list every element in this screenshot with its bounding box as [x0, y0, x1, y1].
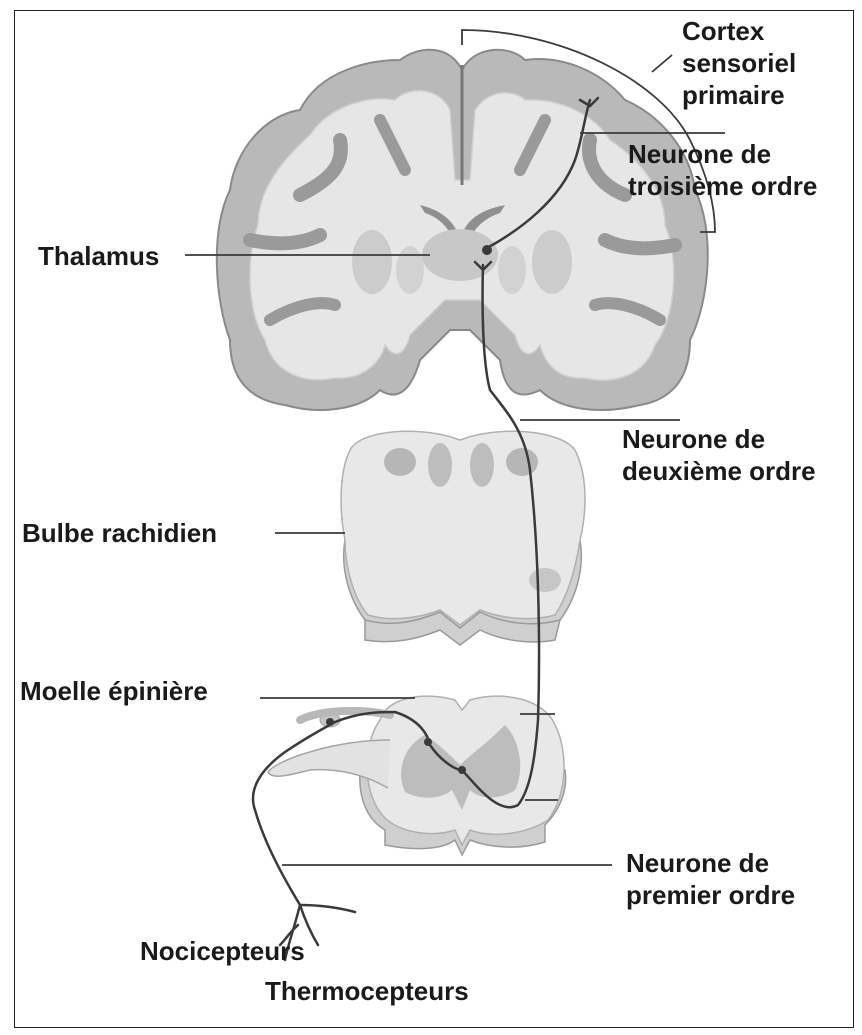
label-medulla: Bulbe rachidien — [22, 518, 217, 548]
spinal-cord-section — [268, 696, 566, 855]
label-thermoceptors: Thermocepteurs — [265, 976, 469, 1006]
label-nociceptors: Nocicepteurs — [140, 936, 305, 966]
label-first-order-line2: premier ordre — [626, 880, 795, 910]
label-spinal-cord: Moelle épinière — [20, 676, 208, 706]
label-third-order-line2: troisième ordre — [628, 171, 817, 201]
label-second-order-line2: deuxième ordre — [622, 456, 816, 486]
label-cortex-line3: primaire — [682, 80, 785, 110]
label-second-order-line1: Neurone de — [622, 424, 765, 454]
medulla-face — [341, 431, 585, 625]
brain-section — [217, 50, 708, 410]
medulla-section — [341, 431, 585, 645]
label-cortex-line2: sensoriel — [682, 48, 796, 78]
label-thalamus: Thalamus — [38, 241, 159, 271]
thalamus-region — [422, 229, 498, 281]
label-cortex-line1: Cortex — [682, 16, 765, 46]
label-first-order-line1: Neurone de — [626, 848, 769, 878]
label-third-order-line1: Neurone de — [628, 139, 771, 169]
